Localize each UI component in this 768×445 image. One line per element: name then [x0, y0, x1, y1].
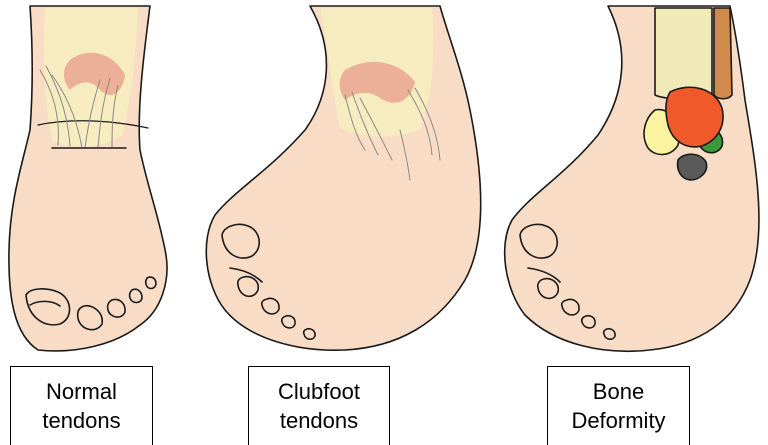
deformity-foot: [505, 6, 759, 351]
caption-line2: tendons: [280, 406, 358, 435]
clubfoot-foot: [206, 6, 480, 350]
tibia-bone: [655, 8, 712, 99]
caption-line2: Deformity: [571, 406, 665, 435]
fibula-bone: [714, 8, 732, 99]
caption-line1: Normal: [46, 377, 117, 406]
caption-clubfoot-tendons: Clubfoot tendons: [248, 366, 390, 445]
caption-normal-tendons: Normal tendons: [10, 366, 153, 445]
caption-line2: tendons: [42, 406, 120, 435]
caption-bone-deformity: Bone Deformity: [547, 366, 690, 445]
caption-line1: Clubfoot: [278, 377, 360, 406]
caption-line1: Bone: [593, 377, 644, 406]
normal-foot: [9, 6, 167, 351]
talus-bone: [666, 87, 723, 147]
cuboid-bone: [678, 154, 707, 180]
